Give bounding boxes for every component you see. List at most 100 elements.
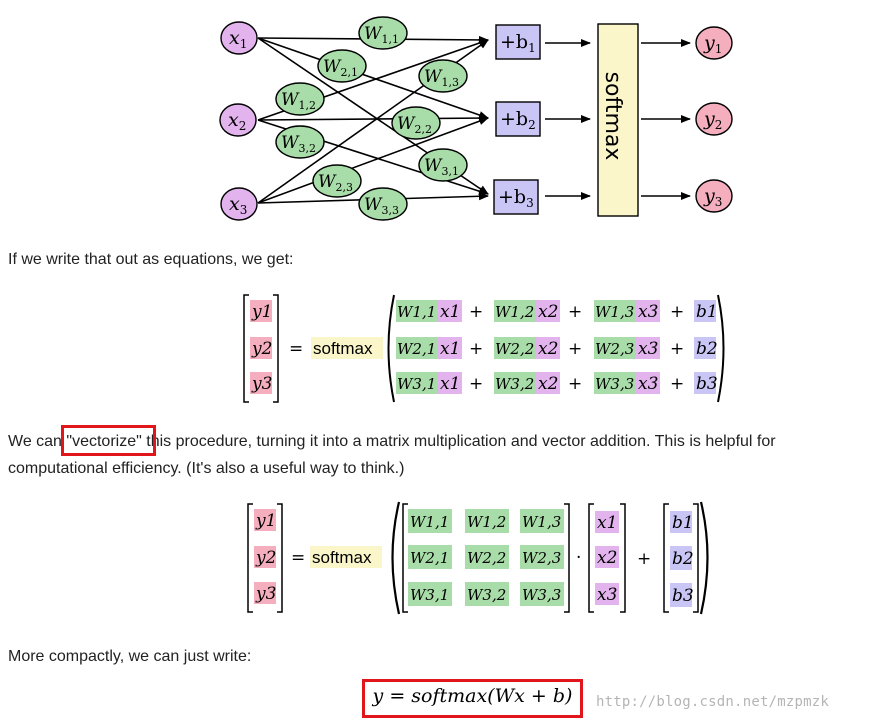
eq2-xvec-bracket-right bbox=[620, 503, 626, 613]
eq1-r2-plus1: + bbox=[469, 339, 483, 359]
eq2-equals: = bbox=[291, 548, 305, 568]
output-node-y2-label: y2 bbox=[703, 108, 722, 132]
eq2-w13: W1,3 bbox=[522, 513, 561, 531]
eq1-r3-plus3: + bbox=[670, 374, 684, 394]
compact-equation-red-box bbox=[362, 679, 583, 718]
eq1-r3-plus2: + bbox=[568, 374, 582, 394]
weight-node-w21-label: W2,1 bbox=[323, 57, 358, 79]
input-node-x1-label: x1 bbox=[229, 27, 247, 51]
eq2-w22: W2,2 bbox=[467, 549, 506, 567]
eq2-w11: W1,1 bbox=[410, 513, 449, 531]
eq2-lhs-bracket-right bbox=[277, 503, 283, 613]
bias-box-b1 bbox=[495, 24, 541, 60]
eq2-bvec-bracket-right bbox=[693, 503, 699, 613]
eq2-paren-right bbox=[699, 501, 709, 615]
eq2-xvec-bracket-left bbox=[588, 503, 594, 613]
eq1-paren-left bbox=[387, 294, 395, 403]
eq2-w31: W3,1 bbox=[410, 586, 449, 604]
eq1-softmax: softmax bbox=[313, 339, 373, 358]
eq1-lhs-bracket-left bbox=[243, 294, 249, 403]
weight-nodes: W1,1 W2,1 W1,3 W1,2 W2,2 W3,2 W3,1 W2,3 … bbox=[275, 16, 468, 221]
softmax-block bbox=[597, 23, 639, 217]
eq1-r3-x2: x2 bbox=[538, 374, 558, 394]
weight-node-w32 bbox=[275, 125, 325, 159]
eq2-dot: · bbox=[576, 548, 581, 568]
eq2-lhs-y1: y1 bbox=[255, 511, 276, 531]
eq1-lhs-bracket-right bbox=[273, 294, 279, 403]
output-node-y3-label: y3 bbox=[703, 185, 722, 209]
eq1-r3-w31: W3,1 bbox=[397, 375, 436, 393]
vectorize-highlight: "vectorize" bbox=[66, 433, 142, 450]
eq1-row-3: W3,1 x1 + W3,2 x2 + W3,3 x3 + b3 bbox=[396, 372, 718, 394]
eq1-r3-b3: b3 bbox=[696, 374, 718, 394]
weight-node-w31-label: W3,1 bbox=[424, 156, 459, 178]
eq2-b1: b1 bbox=[672, 513, 694, 533]
eq1-r1-plus1: + bbox=[469, 302, 483, 322]
paragraph-compact: More compactly, we can just write: bbox=[8, 648, 252, 665]
eq2-w12: W1,2 bbox=[467, 513, 506, 531]
eq1-r3-w33: W3,3 bbox=[595, 375, 634, 393]
vectorize-red-box bbox=[61, 425, 156, 456]
eq2-plus: + bbox=[637, 549, 651, 569]
eq2-x2: x2 bbox=[597, 548, 617, 568]
eq2-lhs-y2: y2 bbox=[255, 548, 276, 568]
eq1-r1-x2: x2 bbox=[538, 302, 558, 322]
output-node-y2 bbox=[695, 102, 733, 136]
eq1-r2-x2: x2 bbox=[538, 339, 558, 359]
eq1-r1-w11: W1,1 bbox=[397, 303, 436, 321]
weight-node-w22 bbox=[391, 106, 441, 140]
input-node-x3 bbox=[220, 187, 258, 221]
input-node-x1 bbox=[220, 21, 258, 55]
weight-node-w13 bbox=[418, 59, 468, 93]
eq1-r1-w12: W1,2 bbox=[495, 303, 534, 321]
eq1-r1-x1: x1 bbox=[440, 302, 460, 322]
eq1-r2-plus3: + bbox=[670, 339, 684, 359]
bias-box-b3-label: +b3 bbox=[498, 186, 534, 210]
compact-equation-text: y = softmax(Wx + b) bbox=[372, 685, 573, 707]
bias-box-b3 bbox=[493, 179, 539, 215]
watermark: http://blog.csdn.net/mzpmzk bbox=[596, 694, 829, 710]
paragraph-vectorize: We can "vectorize" this procedure, turni… bbox=[8, 428, 874, 482]
eq2-w23: W2,3 bbox=[522, 549, 561, 567]
input-node-x2 bbox=[219, 103, 257, 137]
eq2-b3: b3 bbox=[672, 586, 694, 606]
bias-boxes: +b1 +b2 +b3 bbox=[493, 24, 541, 215]
eq1-r2-b2: b2 bbox=[696, 339, 718, 359]
eq1-r3-x3: x3 bbox=[638, 374, 658, 394]
eq2-w33: W3,3 bbox=[522, 586, 561, 604]
weight-node-w22-label: W2,2 bbox=[397, 114, 432, 136]
eq1-r3-plus1: + bbox=[469, 374, 483, 394]
eq2-lhs-y3: y3 bbox=[255, 584, 276, 604]
bias-box-b2-label: +b2 bbox=[500, 108, 536, 132]
eq2-w21: W2,1 bbox=[410, 549, 449, 567]
eq1-lhs-y3: y3 bbox=[251, 374, 272, 394]
eq1-r3-w32: W3,2 bbox=[495, 375, 534, 393]
paragraph-vectorize-start: We can bbox=[8, 433, 67, 450]
eq1-r2-plus2: + bbox=[568, 339, 582, 359]
eq1-row-2: W2,1 x1 + W2,2 x2 + W2,3 x3 + b2 bbox=[396, 337, 718, 359]
eq2-softmax: softmax bbox=[312, 548, 372, 567]
eq2-wmatrix-bracket-left bbox=[402, 503, 408, 613]
output-nodes: y1 y2 y3 bbox=[695, 26, 733, 213]
eq1-r2-x3: x3 bbox=[638, 339, 658, 359]
eq2-paren-left bbox=[391, 501, 401, 615]
bias-box-b2 bbox=[495, 101, 541, 137]
eq1-r1-plus2: + bbox=[568, 302, 582, 322]
weight-node-w31 bbox=[418, 148, 468, 182]
paragraph-vectorize-end: this procedure, turning it into a matrix… bbox=[141, 433, 776, 450]
eq1-r2-w21: W2,1 bbox=[397, 340, 436, 358]
eq2-w-matrix: W1,1 W1,2 W1,3 W2,1 W2,2 W2,3 W3,1 W3,2 … bbox=[408, 509, 564, 606]
output-node-y1-label: y1 bbox=[703, 32, 722, 56]
weight-node-w13-label: W1,3 bbox=[424, 67, 459, 89]
output-node-y3 bbox=[695, 179, 733, 213]
eq2-b2: b2 bbox=[672, 549, 694, 569]
weight-node-w33 bbox=[358, 187, 408, 221]
weight-node-w12 bbox=[275, 82, 325, 116]
eq2-x3: x3 bbox=[597, 585, 617, 605]
eq1-r1-plus3: + bbox=[670, 302, 684, 322]
eq1-row-1: W1,1 x1 + W1,2 x2 + W1,3 x3 + b1 bbox=[396, 300, 718, 322]
softmax-block-label: softmax bbox=[600, 72, 625, 161]
bias-box-b1-label: +b1 bbox=[500, 31, 536, 55]
